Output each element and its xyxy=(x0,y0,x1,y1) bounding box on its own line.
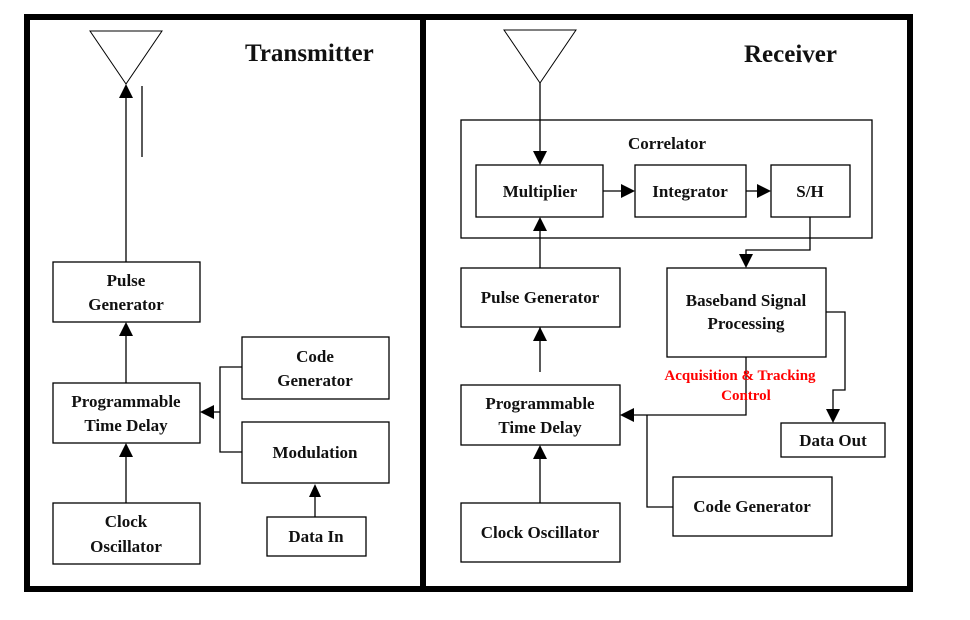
receiver-frame xyxy=(420,14,913,592)
tx-pulse-generator-label-1: Pulse xyxy=(107,271,146,290)
arrow-up-icon xyxy=(119,443,133,457)
rx-baseband-label-2: Processing xyxy=(707,314,785,333)
transmit-antenna-icon xyxy=(89,30,163,85)
rx-clock-oscillator-block: Clock Oscillator xyxy=(460,502,621,563)
rx-integrator-block: Integrator xyxy=(634,164,747,218)
rx-clock-oscillator-label: Clock Oscillator xyxy=(481,523,600,542)
rx-pulse-generator-block: Pulse Generator xyxy=(460,267,621,328)
tx-time-delay-label-2: Time Delay xyxy=(84,416,168,435)
tx-time-delay-block: Programmable Time Delay xyxy=(52,382,201,444)
control-annotation-line-2: Control xyxy=(721,388,771,404)
transmitter-title: Transmitter xyxy=(245,40,374,67)
tx-time-delay-label-1: Programmable xyxy=(71,392,181,411)
arrow-left-icon xyxy=(200,405,214,419)
rx-integrator-label: Integrator xyxy=(652,182,728,201)
tx-data-in-block: Data In xyxy=(266,516,367,557)
rx-time-delay-label-1: Programmable xyxy=(485,394,595,413)
rx-baseband-block: Baseband Signal Processing xyxy=(666,267,827,358)
rx-data-out-label: Data Out xyxy=(799,431,867,450)
correlator-label: Correlator xyxy=(628,134,706,153)
receive-antenna-icon xyxy=(503,29,577,84)
rx-sample-hold-label: S/H xyxy=(796,182,823,201)
tx-pulse-generator-label-2: Generator xyxy=(88,295,164,314)
wire-baseband-to-dataout xyxy=(826,311,846,410)
tx-clock-label-2: Oscillator xyxy=(90,537,162,556)
rx-code-generator-label: Code Generator xyxy=(693,497,811,516)
tx-clock-oscillator-block: Clock Oscillator xyxy=(52,502,201,565)
wire-codegen-to-delay xyxy=(646,415,673,508)
tx-clock-label-1: Clock xyxy=(105,512,148,531)
arrow-down-icon xyxy=(739,254,753,268)
arrow-up-icon xyxy=(533,327,547,341)
arrow-up-icon xyxy=(533,445,547,459)
arrow-up-icon xyxy=(309,484,321,497)
tx-modulation-label: Modulation xyxy=(272,443,358,462)
tx-data-in-label: Data In xyxy=(288,527,344,546)
receiver-title: Receiver xyxy=(744,41,837,68)
rx-multiplier-label: Multiplier xyxy=(503,182,578,201)
rx-time-delay-block: Programmable Time Delay xyxy=(460,384,621,446)
arrow-right-icon xyxy=(757,184,771,198)
arrow-down-icon xyxy=(826,409,840,423)
arrow-right-icon xyxy=(621,184,635,198)
arrow-down-icon xyxy=(533,151,547,165)
correlator-group: Correlator xyxy=(460,119,873,239)
tx-code-generator-block: Code Generator xyxy=(241,336,390,400)
rx-time-delay-label-2: Time Delay xyxy=(498,418,582,437)
rx-sample-hold-block: S/H xyxy=(770,164,851,218)
tx-pulse-generator-block: Pulse Generator xyxy=(52,261,201,323)
rx-code-generator-block: Code Generator xyxy=(672,476,833,537)
tx-code-generator-label-1: Code xyxy=(296,347,334,366)
rx-multiplier-block: Multiplier xyxy=(475,164,604,218)
arrow-up-icon xyxy=(533,217,547,231)
wire-control-to-delay xyxy=(633,357,747,416)
control-annotation-line-1: Acquisition & Tracking xyxy=(664,368,816,384)
rx-pulse-generator-label: Pulse Generator xyxy=(481,288,600,307)
arrow-left-icon xyxy=(620,408,634,422)
rx-baseband-label-1: Baseband Signal xyxy=(686,291,807,310)
arrow-up-icon xyxy=(119,322,133,336)
tx-code-generator-label-2: Generator xyxy=(277,371,353,390)
arrow-up-icon xyxy=(119,84,133,98)
tx-modulation-block: Modulation xyxy=(241,421,390,484)
wire-code-mod-combiner xyxy=(219,366,242,453)
rx-data-out-block: Data Out xyxy=(780,422,886,458)
wire-sh-to-baseband xyxy=(745,217,811,255)
